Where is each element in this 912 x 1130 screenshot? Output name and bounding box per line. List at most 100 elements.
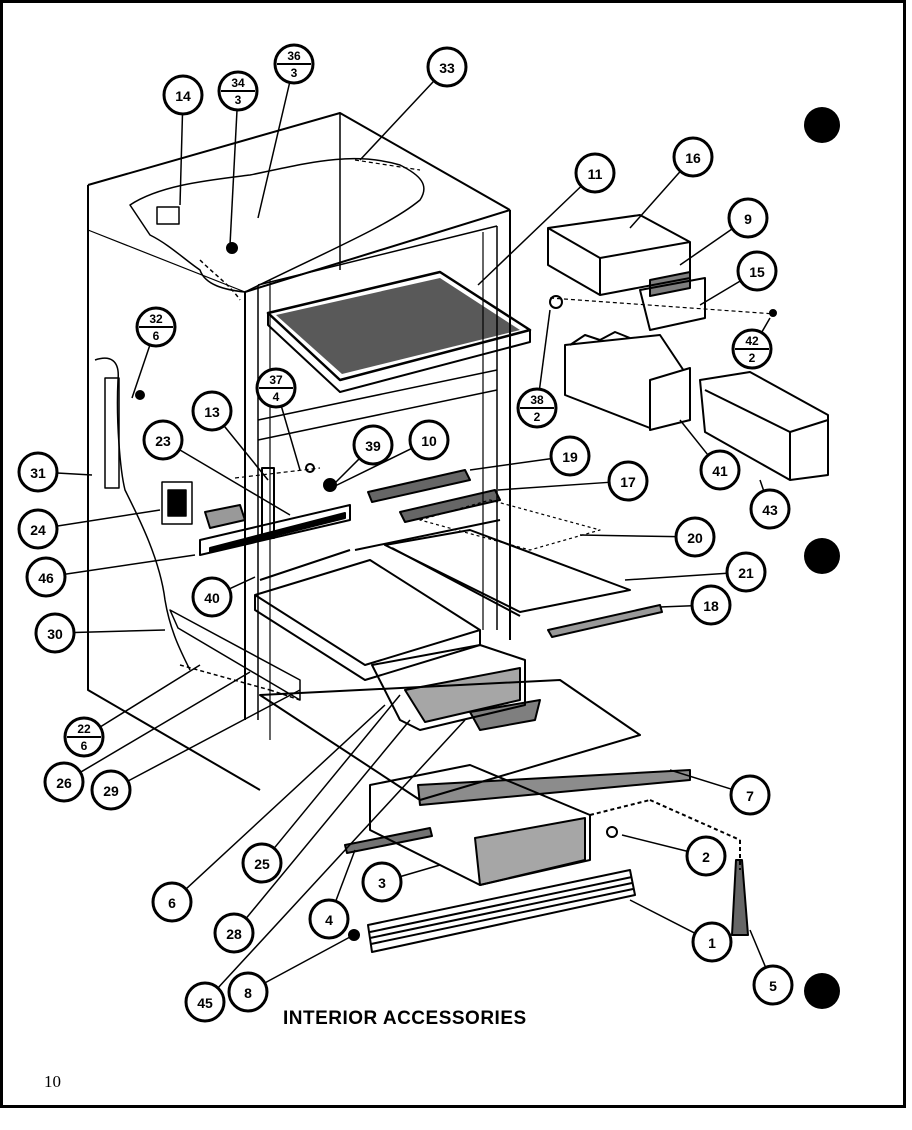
small-hardware — [135, 242, 777, 941]
callout-number: 13 — [204, 404, 220, 420]
callout-number: 40 — [204, 590, 220, 606]
leader-c19 — [469, 457, 552, 471]
callout-26: 26 — [43, 761, 85, 803]
callout-number: 37 — [269, 373, 283, 387]
leader-c16 — [629, 170, 681, 229]
callout-number: 11 — [588, 166, 603, 182]
callout-39: 39 — [352, 424, 394, 466]
leader-c34 — [229, 109, 238, 246]
callout-number: 36 — [287, 49, 301, 63]
leader-c29 — [127, 689, 301, 782]
shelf-rails — [259, 519, 501, 581]
callout-circle — [729, 774, 771, 816]
callout-30: 30 — [34, 612, 76, 654]
callout-circle — [241, 842, 283, 884]
callout-circle — [191, 390, 233, 432]
callout-24: 24 — [17, 508, 59, 550]
leader-c11 — [477, 185, 582, 286]
glass-shelf — [254, 559, 481, 681]
callout-31: 31 — [17, 451, 59, 493]
callout-circle — [690, 584, 732, 626]
callout-circle — [691, 921, 733, 963]
callout-number: 6 — [153, 329, 160, 343]
callout-circle — [699, 449, 741, 491]
callout-circle — [574, 152, 616, 194]
callout-2: 2 — [685, 835, 727, 877]
leader-c24 — [56, 509, 161, 527]
leader-c42 — [760, 317, 771, 333]
callout-circle — [17, 451, 59, 493]
leader-c8 — [264, 936, 351, 984]
callout-41: 41 — [699, 449, 741, 491]
callout-circle — [727, 197, 769, 239]
callout-number: 24 — [30, 522, 46, 538]
leader-c25 — [273, 694, 401, 849]
ice-maker — [549, 295, 691, 431]
callout-36-3: 363 — [273, 43, 315, 85]
callout-13: 13 — [191, 390, 233, 432]
callout-circle — [308, 898, 350, 940]
callout-14: 14 — [162, 74, 204, 116]
callout-23: 23 — [142, 419, 184, 461]
leader-c4 — [334, 849, 356, 902]
callout-circle — [736, 250, 778, 292]
callout-number: 22 — [77, 722, 91, 736]
leader-c2 — [621, 834, 688, 853]
leader-c1 — [629, 899, 696, 935]
leader-c15 — [699, 280, 742, 306]
callout-33: 33 — [426, 46, 468, 88]
leader-c37 — [280, 406, 301, 471]
leader-c21 — [624, 572, 728, 581]
callout-number: 32 — [149, 312, 163, 326]
leader-c14 — [179, 113, 184, 206]
crisper-cover-assembly — [367, 469, 663, 638]
callout-37-4: 374 — [255, 367, 297, 409]
leader-c22 — [99, 664, 201, 728]
leader-c31 — [56, 472, 93, 476]
callout-circle — [725, 551, 767, 593]
callout-38-2: 382 — [516, 387, 558, 429]
leader-c39 — [332, 457, 361, 486]
diagram-title: INTERIOR ACCESSORIES — [283, 1008, 527, 1029]
callout-number: 45 — [197, 995, 213, 1011]
callout-15: 15 — [736, 250, 778, 292]
registration-marks — [804, 107, 840, 1009]
callout-number: 17 — [620, 474, 636, 490]
leader-c7 — [669, 769, 733, 791]
callout-9: 9 — [727, 197, 769, 239]
callout-17: 17 — [607, 460, 649, 502]
ice-tray-bin — [699, 371, 829, 481]
callout-circle — [151, 881, 193, 923]
callout-number: 2 — [702, 849, 710, 865]
callout-20: 20 — [674, 516, 716, 558]
leader-c20 — [579, 534, 677, 538]
leader-c36 — [257, 82, 291, 219]
callout-number: 16 — [685, 150, 701, 166]
callout-number: 21 — [738, 565, 754, 581]
callout-number: 20 — [687, 530, 703, 546]
callout-number: 3 — [378, 875, 386, 891]
leader-c3 — [400, 864, 441, 878]
crisper-shelf-frame — [259, 679, 691, 806]
callout-number: 46 — [38, 570, 54, 586]
callout-number: 6 — [81, 739, 88, 753]
callout-number: 34 — [231, 76, 245, 90]
callout-number: 8 — [244, 985, 252, 1001]
callout-number: 31 — [30, 465, 46, 481]
leader-c9 — [679, 228, 733, 266]
callout-number: 2 — [534, 410, 541, 424]
callout-circle — [672, 136, 714, 178]
callout-21: 21 — [725, 551, 767, 593]
callout-circle — [685, 835, 727, 877]
callout-19: 19 — [549, 435, 591, 477]
callout-45: 45 — [184, 981, 226, 1023]
freezer-wire-shelf — [266, 270, 532, 393]
leader-c30 — [73, 629, 166, 634]
control-bracket-assembly — [199, 467, 351, 556]
callout-40: 40 — [191, 576, 233, 618]
leader-c38 — [538, 309, 551, 390]
callout-34-3: 343 — [217, 70, 259, 112]
callout-number: 3 — [291, 66, 298, 80]
leader-c5 — [749, 929, 767, 968]
